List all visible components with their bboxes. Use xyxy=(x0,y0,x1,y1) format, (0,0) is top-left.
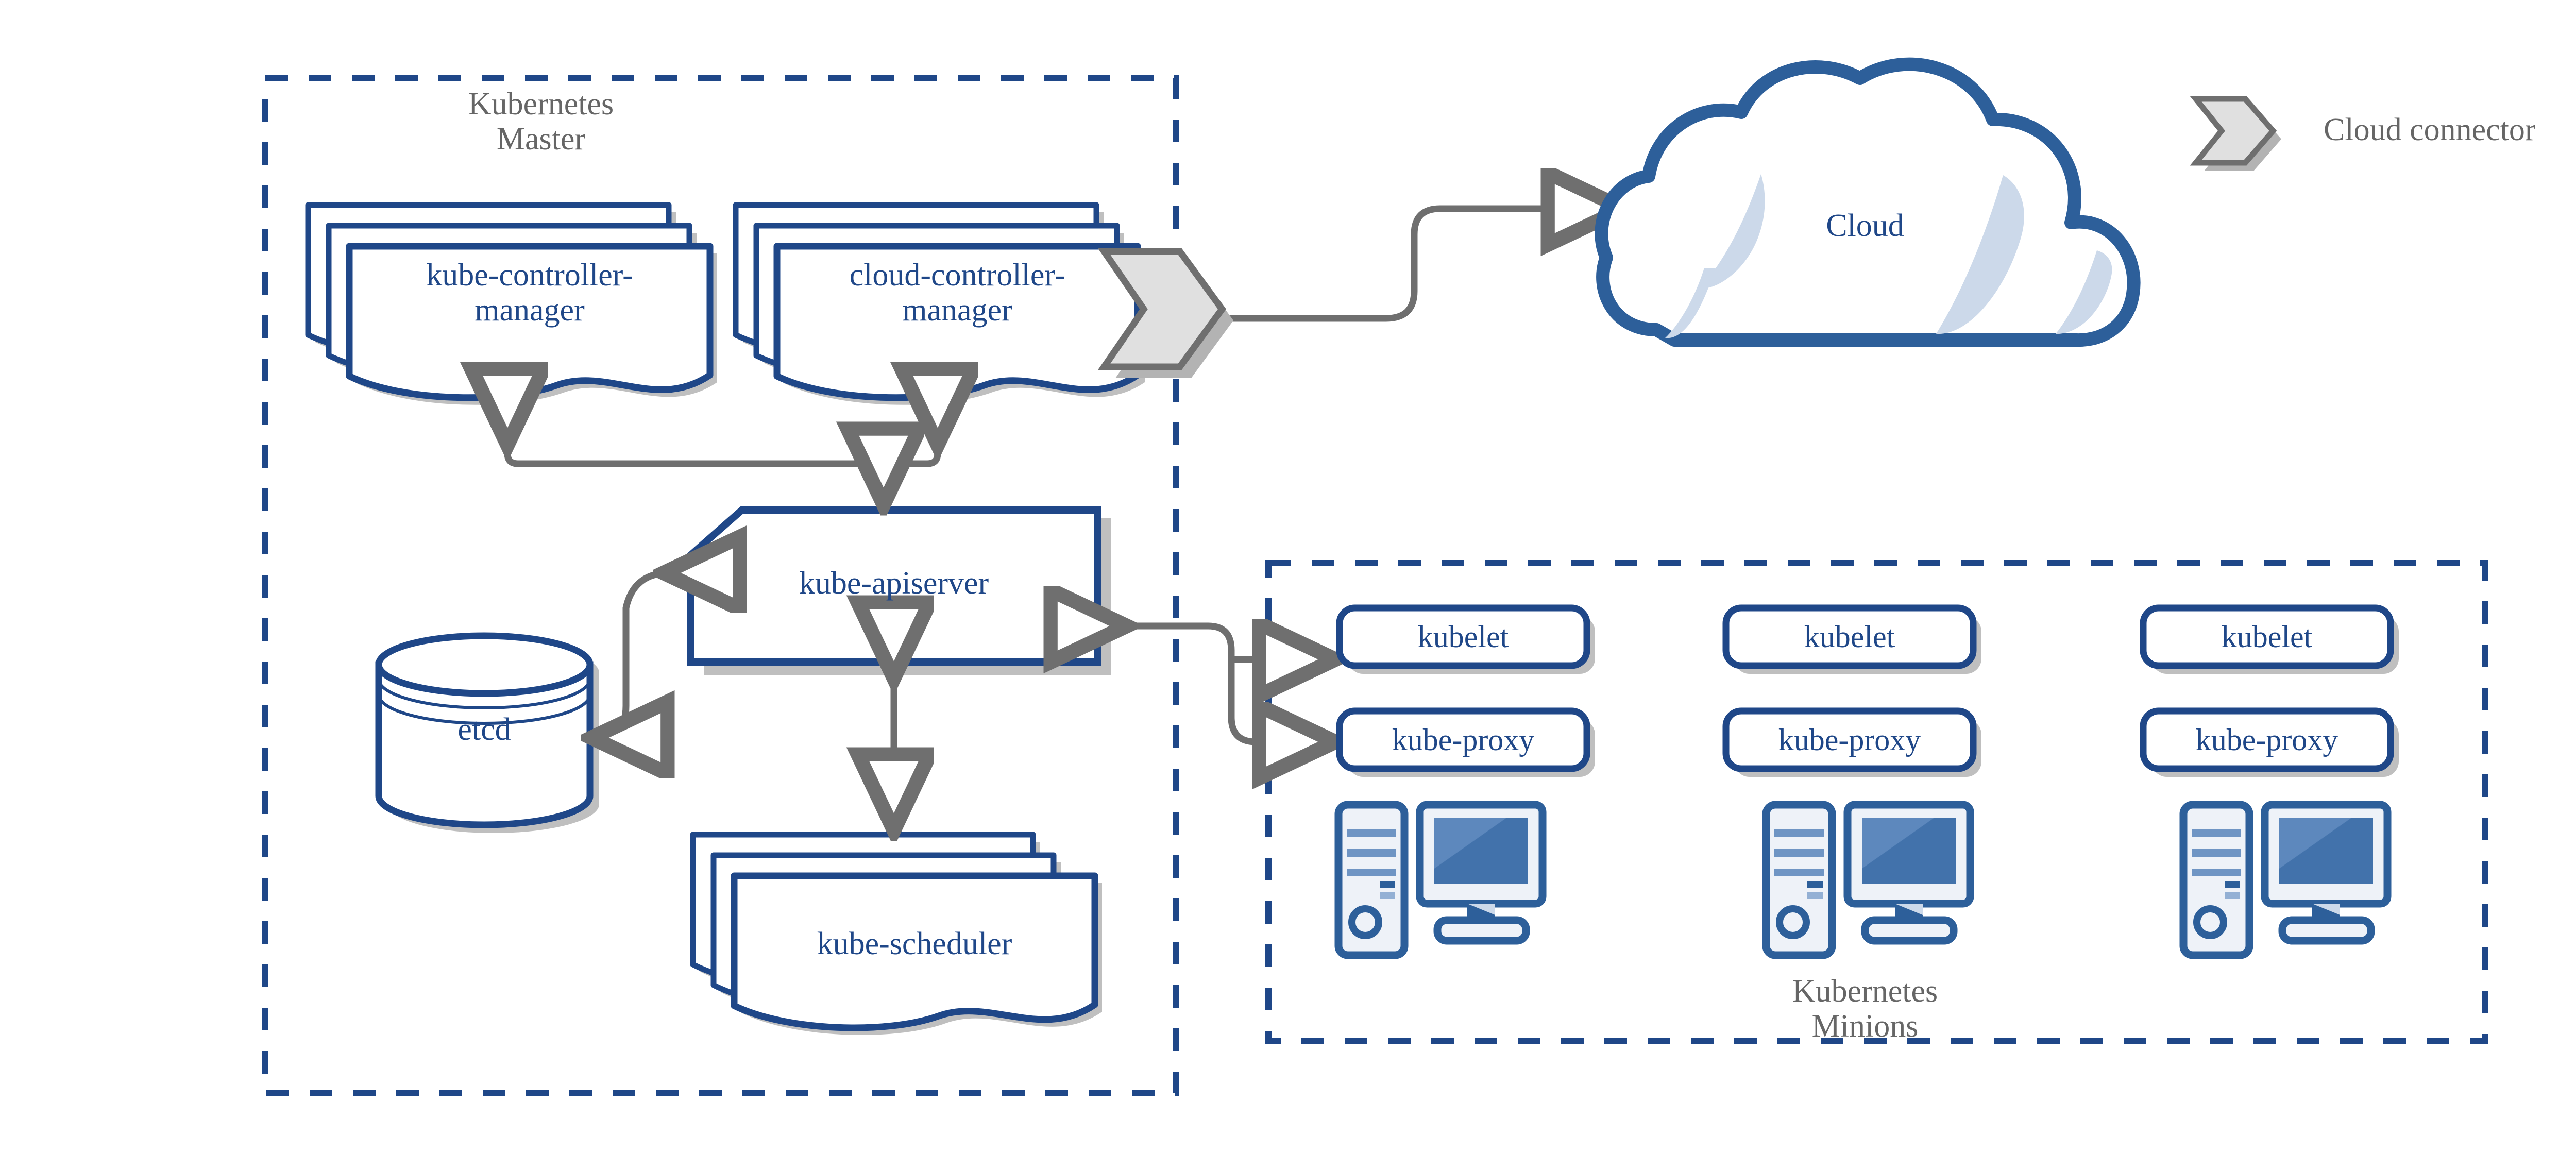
desktop-computer-icon-3 xyxy=(2179,801,2392,959)
kubernetes-minions-group-border xyxy=(1265,560,2488,1044)
kubernetes-master-group-border xyxy=(262,75,1179,1096)
kube-controller-manager-shape xyxy=(305,202,717,405)
connector-apiserver-to-etcd xyxy=(598,573,670,738)
desktop-computer-icon-2 xyxy=(1762,801,1974,959)
connector-apiserver-to-cloud-controller-manager xyxy=(896,439,938,467)
cloud-shape xyxy=(1595,57,2141,347)
minion-node-3 xyxy=(2140,604,2399,959)
connector-lines xyxy=(507,209,1618,824)
kube-scheduler-shape xyxy=(690,832,1102,1035)
etcd-shape xyxy=(375,632,599,833)
kube-apiserver-shape xyxy=(687,506,1111,675)
connector-cloud-controller-manager-to-cloud xyxy=(1140,209,1618,322)
cloud-connector-icon xyxy=(1097,248,1233,378)
minion-node-1 xyxy=(1334,604,1595,959)
legend-cloud-connector-icon xyxy=(2190,96,2281,171)
minion-node-2 xyxy=(1722,604,1981,959)
connector-apiserver-to-kube-controller-manager xyxy=(507,439,871,467)
desktop-computer-icon-1 xyxy=(1334,801,1547,959)
cloud-controller-manager-shape xyxy=(733,202,1145,405)
connector-nodes-to-apiserver xyxy=(1121,626,1329,742)
